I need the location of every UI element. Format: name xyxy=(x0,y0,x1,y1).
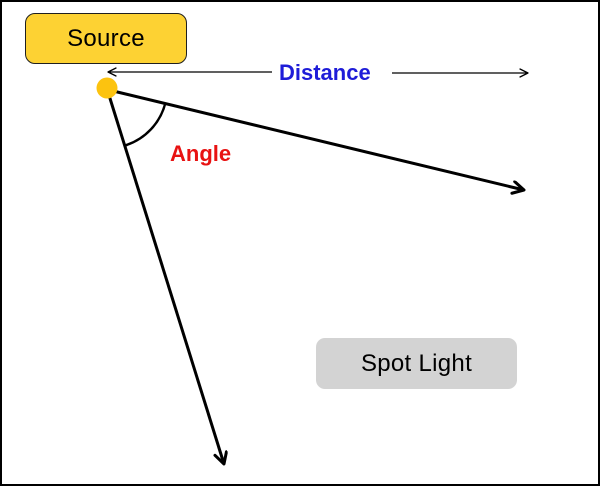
source-point xyxy=(96,77,118,99)
source-button[interactable]: Source xyxy=(25,13,187,64)
angle-arc xyxy=(124,102,167,147)
beam-edge-lower-ray xyxy=(106,91,224,464)
distance-label: Distance xyxy=(279,60,371,85)
spot-light-button[interactable]: Spot Light xyxy=(316,338,517,389)
angle-label: Angle xyxy=(170,141,232,166)
beam-edge-upper-ray xyxy=(108,88,524,190)
